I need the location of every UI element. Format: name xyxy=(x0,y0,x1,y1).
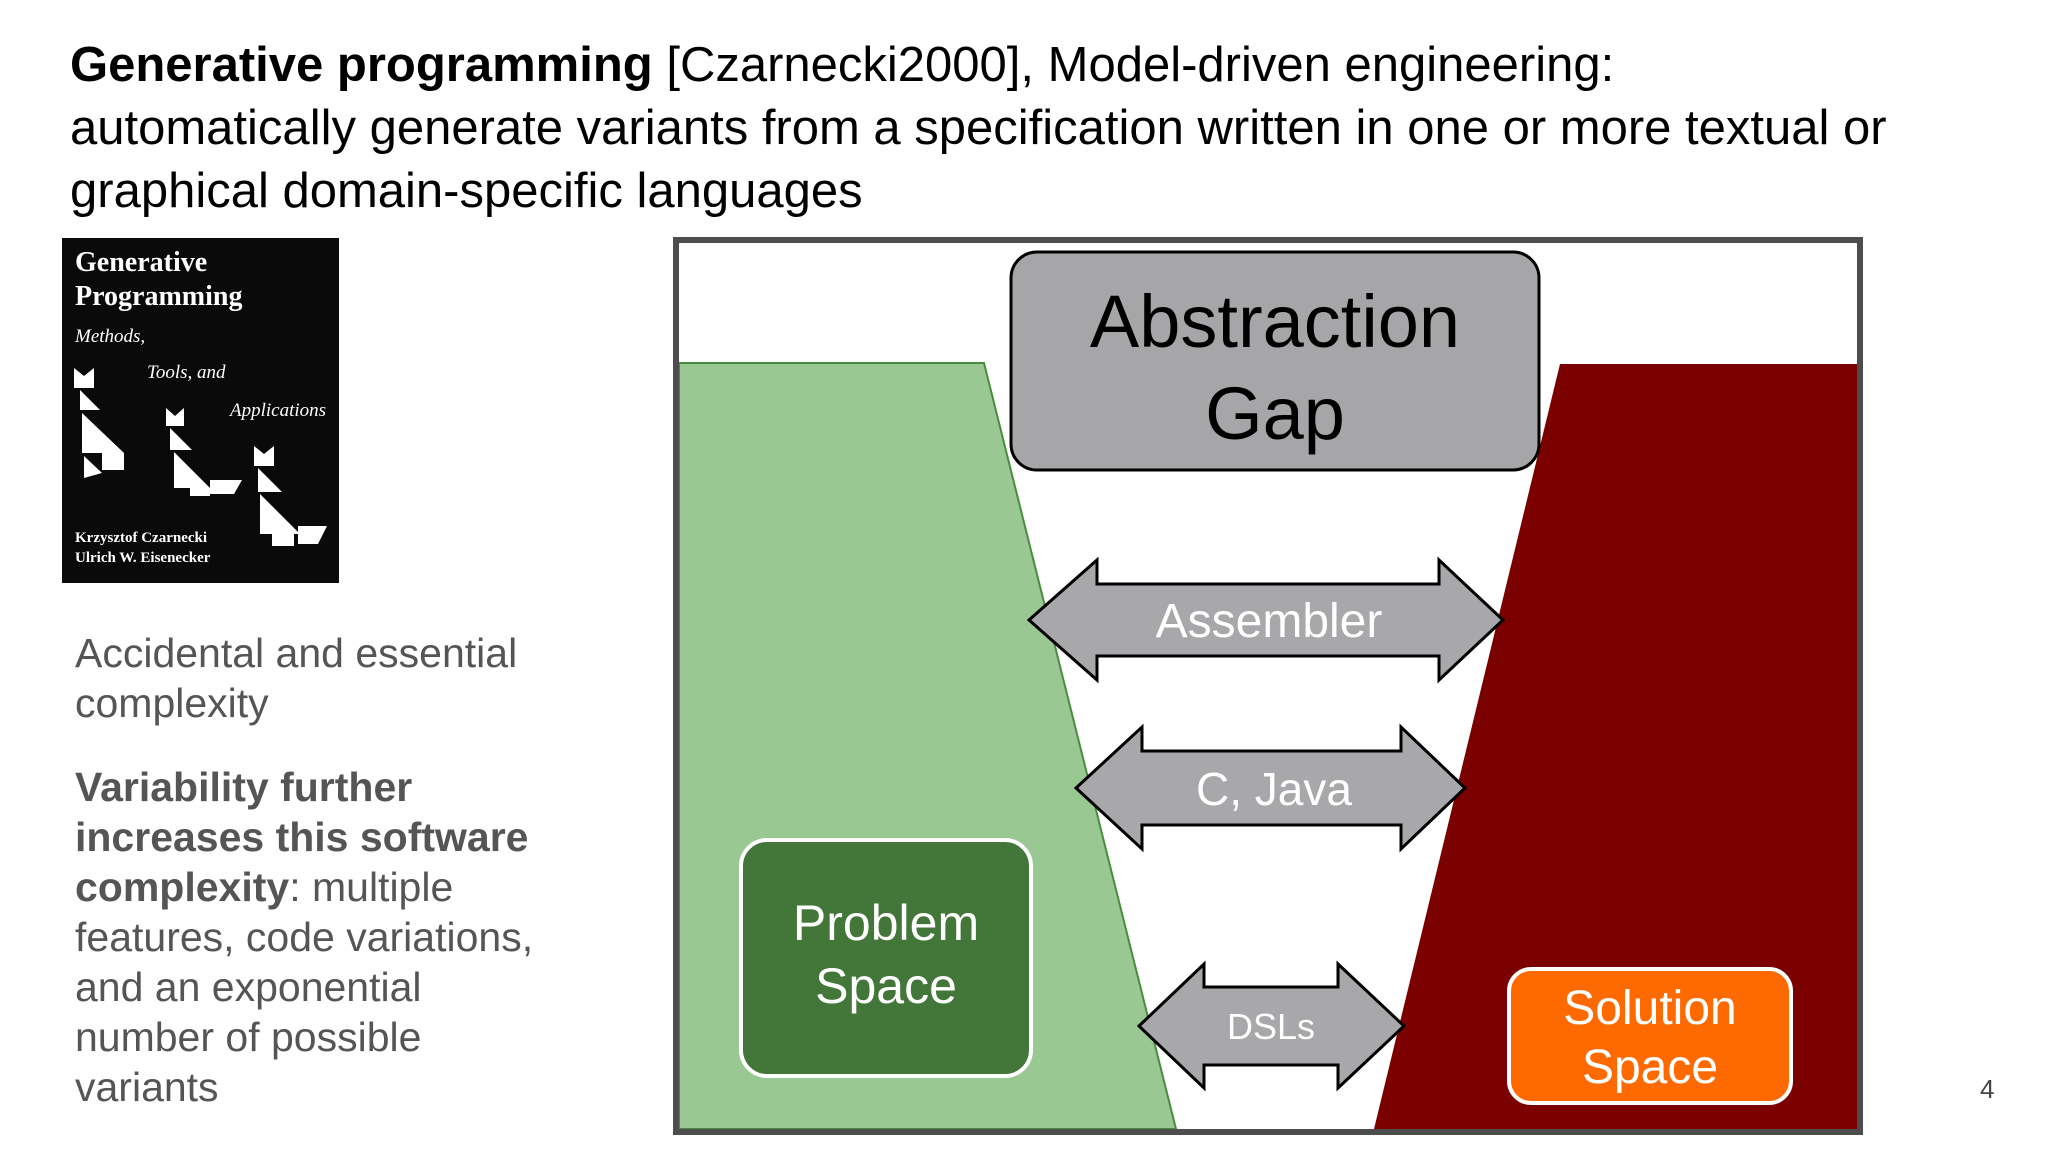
note-variability-rest: : multiple features, code variations, an… xyxy=(75,864,534,1110)
book-cover-image: Generative Programming Methods, Tools, a… xyxy=(62,238,339,583)
problem-space-line1: Problem xyxy=(793,895,979,951)
diagram-canvas: Abstraction Gap Assembler C, Java DSLs P… xyxy=(679,250,1857,1129)
slide-title: Generative programming [Czarnecki2000], … xyxy=(70,34,2030,223)
abstraction-gap-diagram: Abstraction Gap Assembler C, Java DSLs P… xyxy=(673,237,1863,1135)
assembler-label: Assembler xyxy=(1156,595,1383,648)
c-java-label: C, Java xyxy=(1196,763,1352,815)
abstraction-gap-line2: Gap xyxy=(1205,372,1345,455)
note-variability-bold: Variability further increases this softw… xyxy=(75,764,529,910)
solution-space-box xyxy=(1507,967,1793,1105)
problem-space-box xyxy=(739,838,1033,1078)
page-number: 4 xyxy=(1980,1074,1995,1104)
note-complexity: Accidental and essential complexity xyxy=(75,630,518,726)
dsls-arrow xyxy=(1136,960,1407,1092)
abstraction-gap-line1: Abstraction xyxy=(1090,280,1460,363)
problem-space-line2: Space xyxy=(815,958,957,1014)
abstraction-gap-box xyxy=(1009,250,1541,472)
title-line-2: automatically generate variants from a s… xyxy=(70,101,1887,155)
solution-space-line1: Solution xyxy=(1563,982,1736,1035)
book-title: Generative Programming xyxy=(75,247,243,312)
c-java-arrow xyxy=(1073,723,1468,853)
tangram-cat-2 xyxy=(166,408,242,496)
tangram-cats-illustration xyxy=(74,368,327,546)
book-subtitle-methods: Methods, xyxy=(75,326,146,347)
title-bold: Generative programming xyxy=(70,38,653,92)
solution-space-line2: Space xyxy=(1582,1041,1718,1094)
title-line-3: graphical domain-specific languages xyxy=(70,164,863,218)
dsls-label: DSLs xyxy=(1227,1006,1315,1047)
assembler-arrow xyxy=(1026,556,1506,684)
book-subtitle-applications: Applications xyxy=(230,400,327,421)
title-rest: [Czarnecki2000], Model-driven engineerin… xyxy=(652,38,1615,92)
solution-space-area xyxy=(1374,364,1857,1129)
book-subtitle-tools: Tools, and xyxy=(147,362,226,383)
tangram-cat-3 xyxy=(254,446,327,546)
side-notes: Accidental and essential complexity Vari… xyxy=(75,628,545,1146)
note-variability: Variability further increases this softw… xyxy=(75,762,545,1112)
book-authors: Krzysztof Czarnecki Ulrich W. Eisenecker xyxy=(75,530,211,566)
tangram-cat-1 xyxy=(74,368,124,478)
